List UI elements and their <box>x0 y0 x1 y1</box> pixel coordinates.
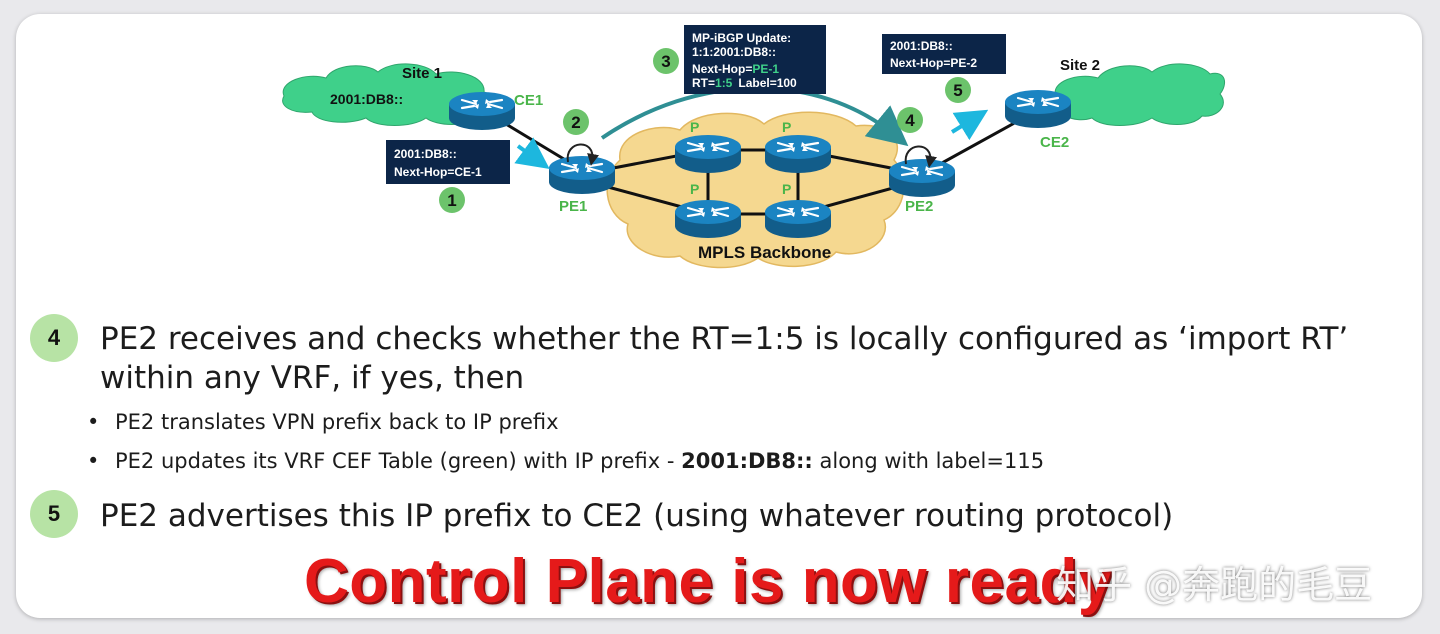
step-4-badge: 4 <box>30 314 78 362</box>
bullet-2-text: PE2 updates its VRF CEF Table (green) wi… <box>115 449 682 473</box>
site1-label: Site 1 <box>402 65 442 82</box>
bullet-2: • PE2 updates its VRF CEF Table (green) … <box>87 449 1045 473</box>
marker-4: 4 <box>897 107 923 133</box>
pe2-label: PE2 <box>905 198 933 215</box>
marker-2: 2 <box>563 109 589 135</box>
bullet-dot: • <box>87 449 100 473</box>
watermark: 知乎 @奔跑的毛豆 <box>1056 563 1373 607</box>
control-plane-banner: Control Plane is now ready <box>304 547 1113 616</box>
slide: Site 1 Site 2 2001:DB8:: CE1 CE2 PE1 PE2… <box>16 14 1422 618</box>
arrow-to-pe1 <box>514 137 550 170</box>
bullet-dot: • <box>87 410 100 434</box>
p-label-2: P <box>782 119 791 135</box>
step-4-text-line2: within any VRF, if yes, then <box>100 360 525 396</box>
svg-text:2: 2 <box>571 113 580 132</box>
steps-section: 4 PE2 receives and checks whether the RT… <box>16 14 1422 618</box>
svg-text:Next-Hop=CE-1: Next-Hop=CE-1 <box>394 165 482 179</box>
info-box-5: 2001:DB8:: Next-Hop=PE-2 <box>882 34 1006 74</box>
backbone-label: MPLS Backbone <box>698 243 831 262</box>
arrow-to-ce2 <box>950 109 989 141</box>
svg-text:5: 5 <box>953 81 962 100</box>
marker-1: 1 <box>439 187 465 213</box>
ce2-label: CE2 <box>1040 134 1069 151</box>
bullet-2-prefix: 2001:DB8:: <box>681 449 813 473</box>
pe2-loop-arrow <box>904 145 937 168</box>
bullet-1-text: PE2 translates VPN prefix back to IP pre… <box>115 410 559 434</box>
svg-text:2001:DB8::: 2001:DB8:: <box>890 39 953 53</box>
site1-prefix: 2001:DB8:: <box>330 91 403 107</box>
pe1-label: PE1 <box>559 198 587 215</box>
p-label-1: P <box>690 119 699 135</box>
pe1-loop-arrow <box>566 143 599 166</box>
svg-text:1: 1 <box>447 191 456 210</box>
p-label-3: P <box>690 181 699 197</box>
svg-text:4: 4 <box>905 111 915 130</box>
marker-3: 3 <box>653 48 679 74</box>
svg-text:Next-Hop=PE-2: Next-Hop=PE-2 <box>890 56 977 70</box>
svg-text:1:1:2001:DB8::: 1:1:2001:DB8:: <box>692 45 776 59</box>
svg-text:2001:DB8::: 2001:DB8:: <box>394 147 457 161</box>
network-diagram: Site 1 Site 2 2001:DB8:: CE1 CE2 PE1 PE2… <box>282 25 1226 269</box>
p-label-4: P <box>782 181 791 197</box>
step-5-text: PE2 advertises this IP prefix to CE2 (us… <box>100 498 1174 534</box>
site2-label: Site 2 <box>1060 57 1100 74</box>
step-5-badge: 5 <box>30 490 78 538</box>
bullet-1: • PE2 translates VPN prefix back to IP p… <box>87 410 559 434</box>
svg-text:Next-Hop=PE-1: Next-Hop=PE-1 <box>692 62 779 76</box>
marker-5: 5 <box>945 77 971 103</box>
svg-text:MP-iBGP Update:: MP-iBGP Update: <box>692 31 791 45</box>
bullet-2-suffix: along with label=115 <box>812 449 1045 473</box>
info-box-1: 2001:DB8:: Next-Hop=CE-1 <box>386 140 510 184</box>
ce1-label: CE1 <box>514 92 543 109</box>
svg-text:3: 3 <box>661 52 670 71</box>
step-4-text-line1: PE2 receives and checks whether the RT=1… <box>100 321 1349 357</box>
site2-cloud <box>1054 63 1226 126</box>
info-box-3: MP-iBGP Update: 1:1:2001:DB8:: Next-Hop=… <box>684 25 826 94</box>
